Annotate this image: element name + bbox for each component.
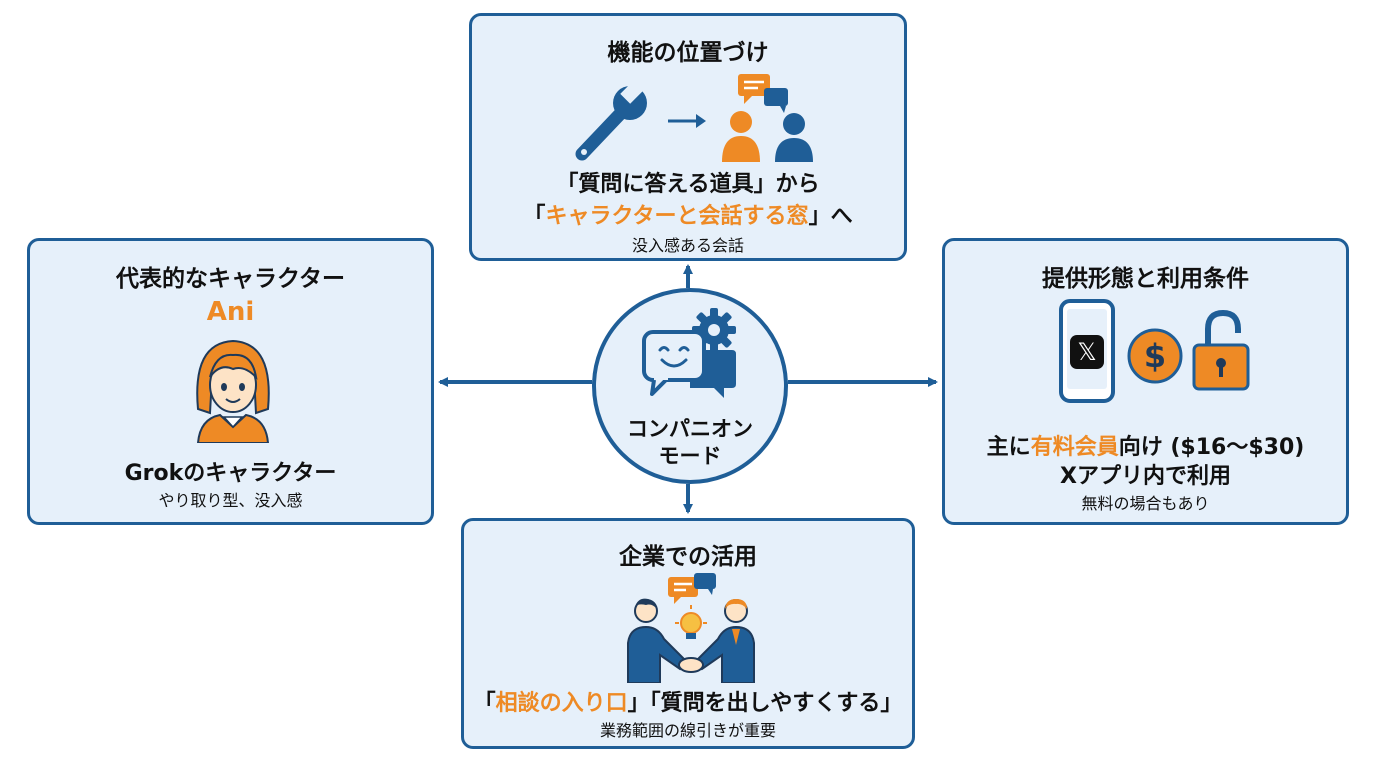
right-line-1-pre: 主に [986,435,1031,460]
dollar-symbol: $ [1144,337,1166,375]
right-line-2: Xアプリ内で利用 [1060,464,1231,489]
card-positioning: 機能の位置づけ 「質問に答える道具」から 「キャラクターと会話する窓」へ 没入感… [469,13,907,261]
business-handshake-icon [627,573,755,683]
card-characters: 代表的なキャラクター Ani Grokのキャラクター やり取り型、没入感 [27,238,434,525]
top-line-2-open: 「 [523,204,546,229]
gear-icon [692,308,736,352]
right-line-1-post: 向け ($16〜$30) [1118,435,1305,460]
chat-people-icon [722,74,813,162]
bottom-line-1-open: 「 [473,691,496,716]
bottom-line-1-rest: 」「質問を出しやすくする」 [627,691,903,716]
arrow-right-icon [668,114,706,128]
bottom-line-1-accent: 相談の入り口 [495,691,628,716]
top-line-2-close: 」へ [808,204,853,229]
card-title: 提供形態と利用条件 [1042,266,1249,292]
card-enterprise: 企業での活用 「相談の入り口」「質問を出しやすくする」 業務範囲の線引きが重要 [461,518,915,749]
center-label-line-1: コンパニオン [627,417,753,441]
character-name: Ani [206,297,255,327]
top-line-1: 「質問に答える道具」から [556,172,820,197]
lightbulb-icon [675,605,707,639]
top-note: 没入感ある会話 [631,236,744,255]
card-title: 企業での活用 [619,544,757,570]
smartphone-x-icon: 𝕏 [1059,299,1115,403]
right-line-1: 主に有料会員向け ($16〜$30) [945,429,1346,461]
x-logo-text: 𝕏 [1077,338,1096,366]
top-line-2: 「キャラクターと会話する窓」へ [472,198,904,230]
character-avatar-icon [196,339,270,443]
right-note: 無料の場合もあり [1081,494,1210,513]
card-title: 代表的なキャラクター [115,266,346,292]
center-label: コンパニオン モード [596,416,784,470]
unlock-icon [1192,309,1250,391]
right-line-1-accent: 有料会員 [1030,435,1119,460]
top-line-2-accent: キャラクターと会話する窓 [545,204,809,229]
left-line-1: Grokのキャラクター [124,461,337,486]
card-title: 機能の位置づけ [607,40,769,66]
dollar-coin-icon: $ [1127,328,1183,384]
card-offering: 提供形態と利用条件 𝕏 $ 主に有料会員向け ($16〜$30) Xアプリ内で利… [942,238,1349,525]
center-label-line-2: モード [658,444,722,468]
bottom-line-1: 「相談の入り口」「質問を出しやすくする」 [464,685,912,717]
center-node: コンパニオン モード [592,288,788,484]
bottom-note: 業務範囲の線引きが重要 [599,721,776,740]
left-note: やり取り型、没入感 [158,491,303,510]
wrench-icon [575,78,647,161]
chat-smile-icon [642,330,736,398]
